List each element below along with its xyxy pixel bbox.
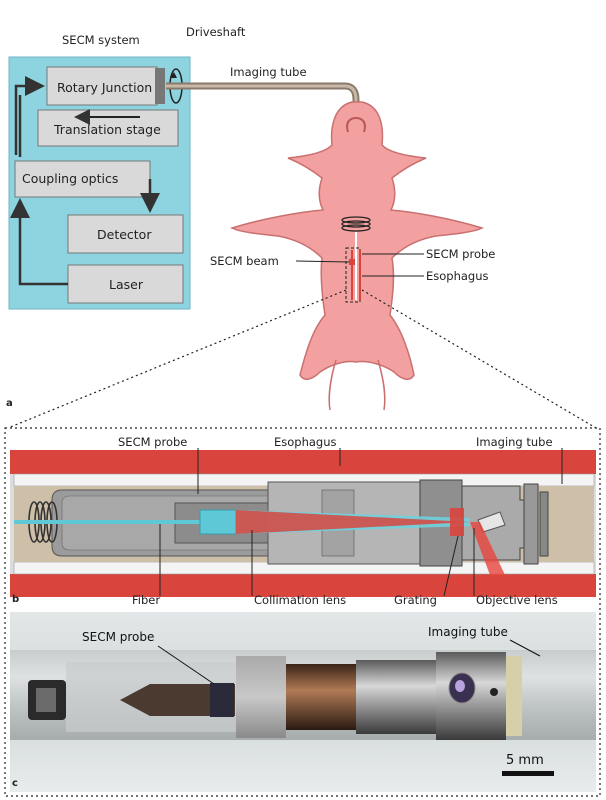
zoom-line-left [7, 289, 347, 429]
driveshaft-label: Driveshaft [186, 25, 246, 39]
photo-probe-sleeve [236, 656, 286, 738]
zoom-line-right [361, 289, 597, 429]
photo-driveshaft-ferrule [36, 688, 56, 712]
photo-optics-housing [356, 660, 436, 734]
objective-lens-label: Objective lens [476, 593, 558, 607]
detector-label: Detector [97, 227, 152, 242]
secm-beam-spot [349, 259, 355, 265]
esophagus-wall-bottom [10, 574, 596, 597]
panel-c-letter: c [12, 778, 18, 789]
imaging-tube-leader-c [509, 639, 541, 657]
scale-bar-label: 5 mm [506, 753, 544, 768]
secm-probe-label-c: SECM probe [82, 630, 154, 644]
photo-set-screw [490, 688, 498, 696]
laser-box [67, 264, 184, 304]
laser-label: Laser [109, 277, 144, 292]
collimation-lens-label: Collimation lens [254, 593, 346, 607]
grating-shape [450, 508, 464, 536]
fiber-label: Fiber [132, 593, 160, 607]
photo-end-cap [506, 656, 522, 736]
photo-lens-barrel [286, 664, 356, 730]
panel-b-letter: b [12, 594, 19, 605]
output-beam [470, 522, 505, 575]
driveshaft-coil [341, 216, 371, 232]
focused-beam [236, 510, 470, 534]
panel-b: SECM probe Esophagus Imaging tube Fiber … [10, 435, 596, 607]
rotary-junction-box [46, 66, 158, 106]
imaging-tube-label-c: Imaging tube [428, 625, 508, 639]
rotation-arrowhead-icon [170, 72, 177, 78]
zoom-frame [4, 427, 601, 797]
collimation-lens-shape [199, 509, 237, 535]
rotary-junction-connector [155, 68, 165, 104]
rotary-junction-label: Rotary Junction [57, 80, 152, 95]
grating-label: Grating [394, 593, 437, 607]
secm-probe-label-a: SECM probe [426, 247, 495, 261]
translation-stage-label: Translation stage [53, 122, 161, 137]
probe-cap-end [539, 491, 549, 557]
secm-system-title: SECM system [62, 33, 140, 47]
photo-objective-highlight [455, 680, 465, 692]
photo-fiber-ferrule [120, 684, 235, 716]
scale-bar [502, 771, 554, 776]
imaging-tube-a-inner [166, 84, 358, 290]
coupling-optics-label: Coupling optics [22, 171, 118, 186]
panel-b-leaders [159, 448, 563, 597]
photo-probe-band [210, 683, 234, 717]
secm-probe-label-b: SECM probe [118, 435, 187, 449]
system-flow-arrows [9, 76, 160, 286]
esophagus-wall-top [10, 450, 596, 474]
imaging-tube-label-a: Imaging tube [230, 65, 307, 79]
secm-probe-leader-c [157, 645, 215, 685]
panel-a-letter: a [6, 398, 13, 409]
animal-snout [346, 116, 366, 133]
panel-a: SECM system Driveshaft Imaging tube Rota… [6, 25, 597, 429]
detector-box [67, 214, 184, 254]
imaging-tube-label-b: Imaging tube [476, 435, 553, 449]
secm-beam-leader [295, 260, 350, 263]
secm-beam-label: SECM beam [210, 254, 279, 268]
animal-hind-legs [328, 359, 386, 411]
probe-cap-rim [523, 483, 539, 565]
esophagus-label-a: Esophagus [426, 269, 489, 283]
esophagus-label-b: Esophagus [274, 435, 337, 449]
panel-c: SECM probe Imaging tube 5 mm c [10, 612, 596, 792]
